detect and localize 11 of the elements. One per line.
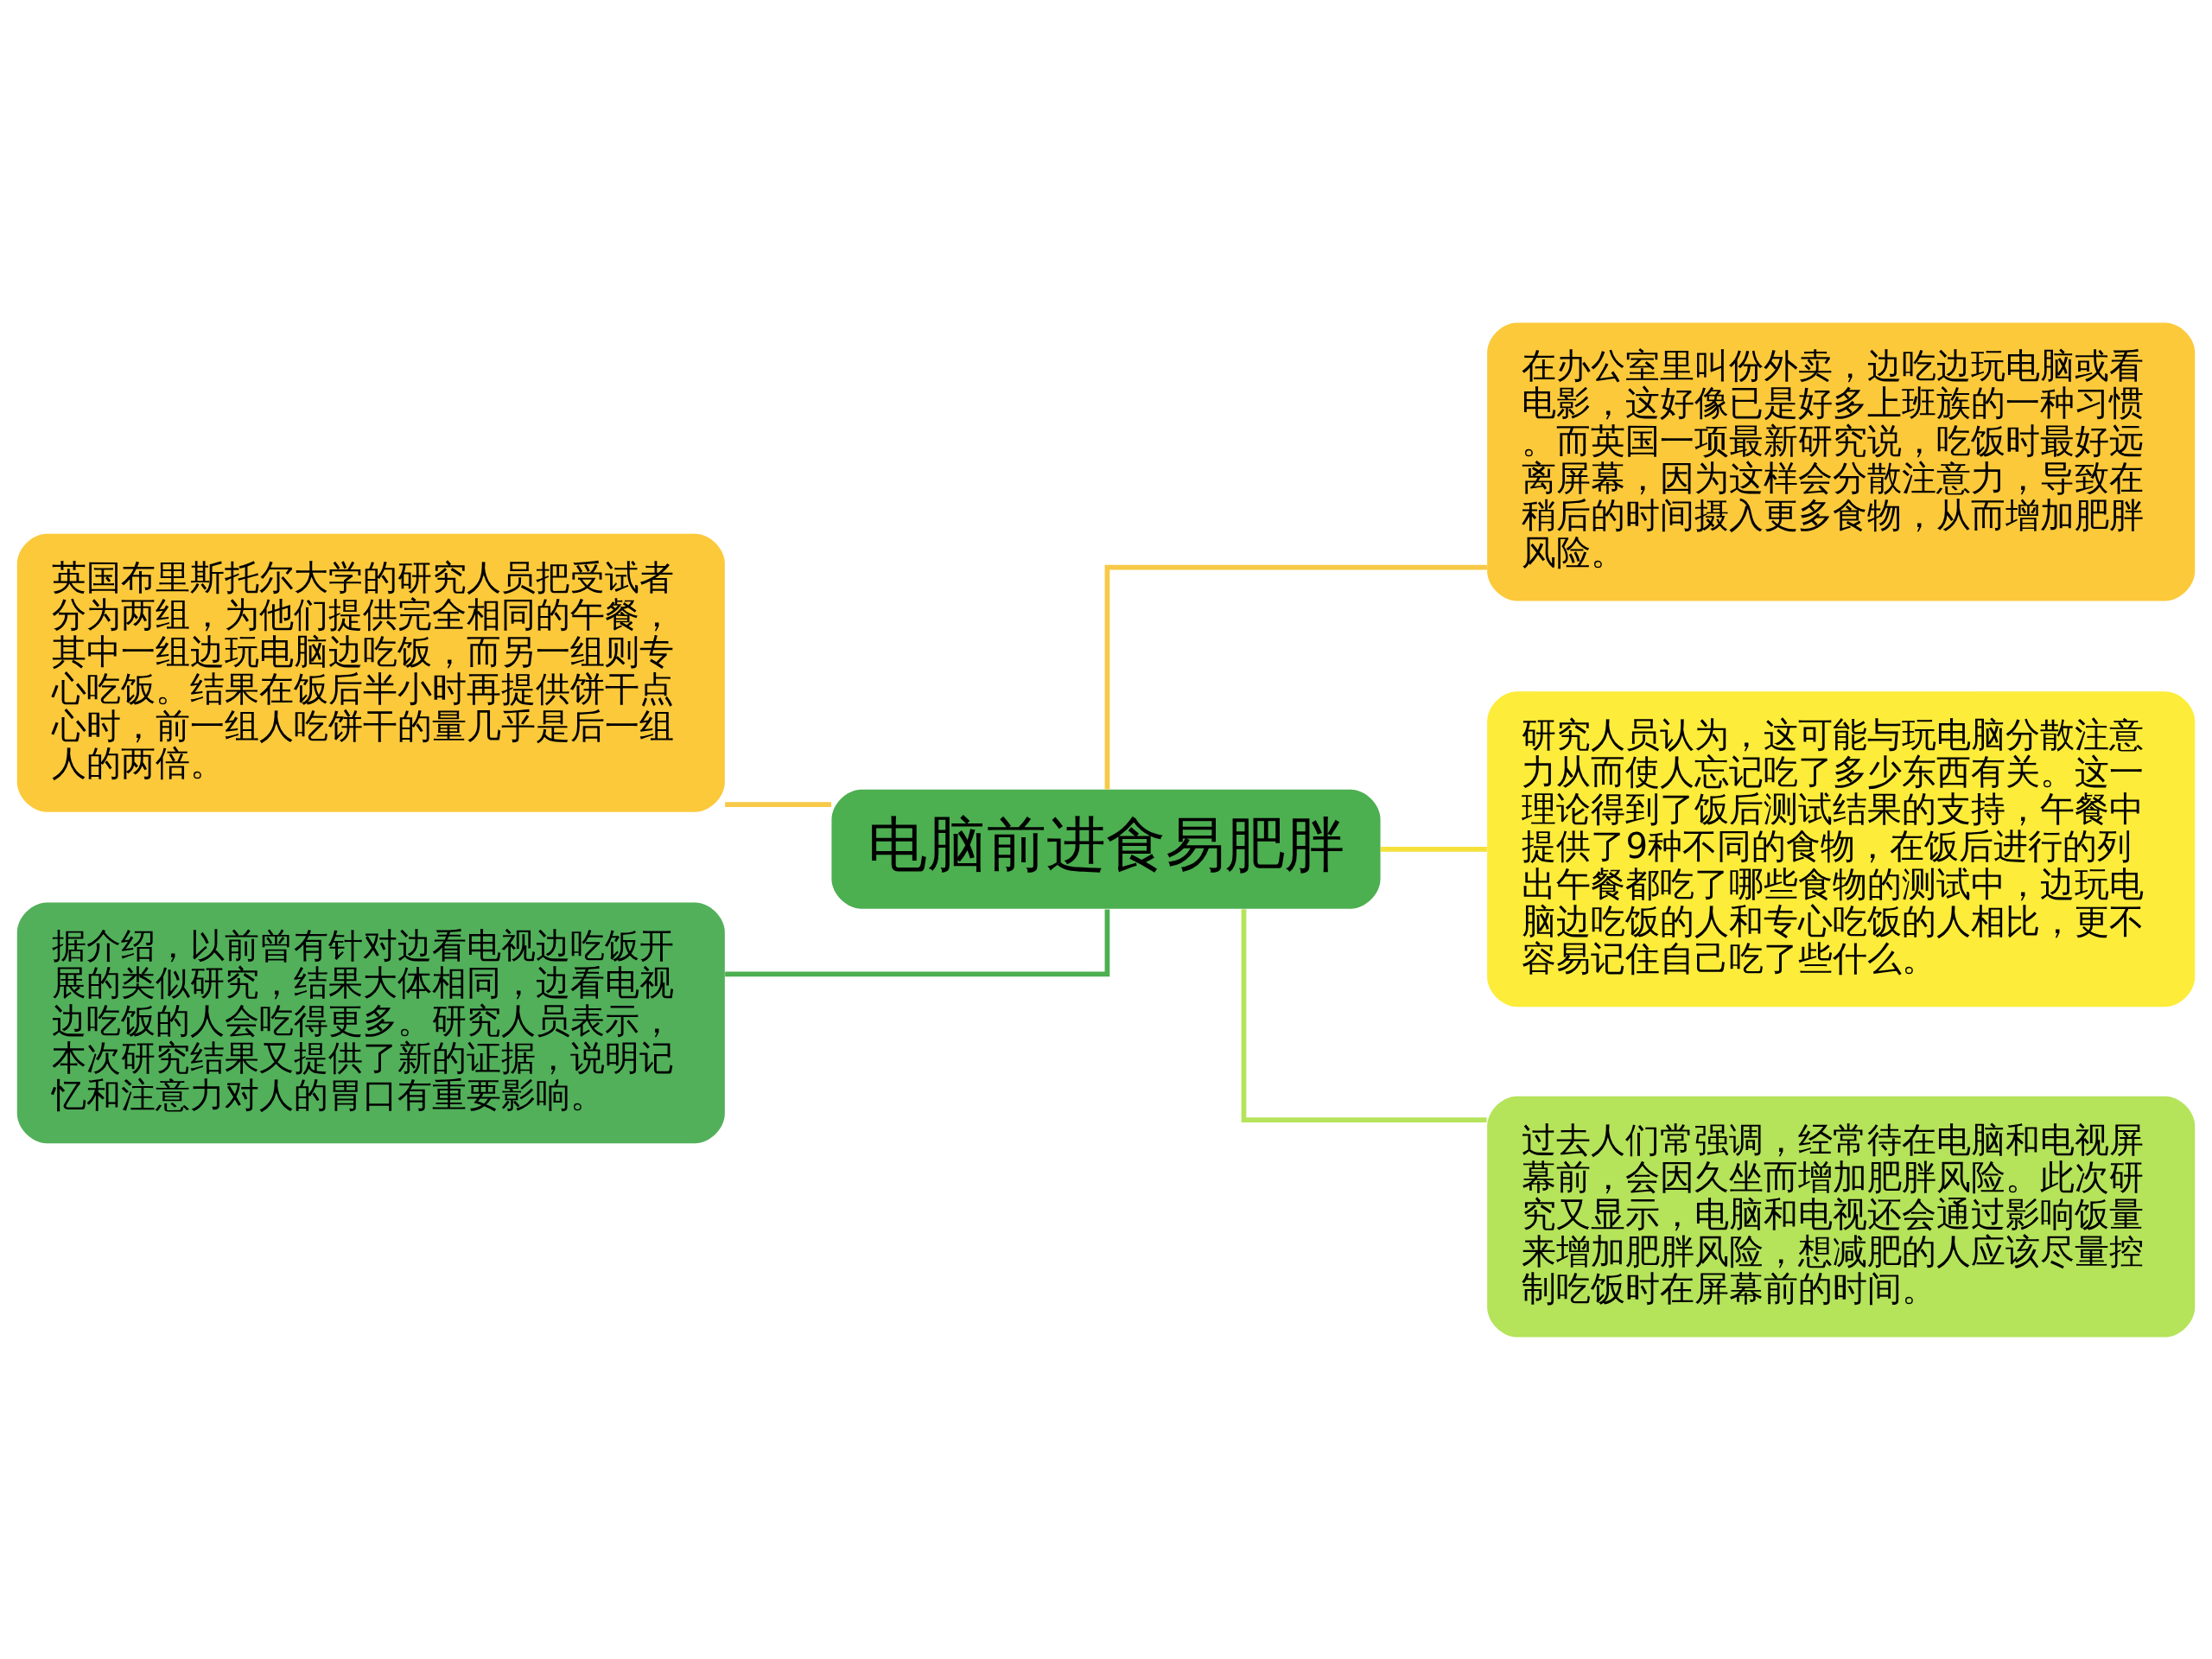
connector [725,801,832,807]
node-box: 据介绍，以前曾有针对边看电视边吃饭开展的类似研究，结果大体相同，边看电视边吃饭的人会吃得更多。研究人员表示，本次研究结果又提供了新的证据，说明记忆和注意力对人的胃口有重要影响。 [16,902,725,1143]
connector [1380,846,1487,852]
connector [1241,908,1487,1122]
connector [1104,564,1487,790]
node-box: 英国布里斯托尔大学的研究人员把受试者分为两组，为他们提供完全相同的午餐，其中一组边玩电脑边吃饭，而另一组则专心吃饭。结果在饭后半小时再提供饼干点心时，前一组人吃饼干的量几乎是后一组人的两倍。 [16,533,725,812]
node-box: 过去人们常强调，经常待在电脑和电视屏幕前，会因久坐而增加肥胖风险。此次研究又显示，电脑和电视还会通过影响饭量来增加肥胖风险，想减肥的人应该尽量控制吃饭时在屏幕前的时间。 [1487,1096,2196,1337]
node-box: 在办公室里叫份外卖，边吃边玩电脑或看电影，这好像已是好多上班族的一种习惯。而英国一项最新研究说，吃饭时最好远离屏幕，因为这样会分散注意力，导致在稍后的时间摄入更多食物，从而增加肥胖风险。 [1487,322,2196,601]
connector [725,909,1110,976]
node-box: 研究人员认为，这可能与玩电脑分散注意力从而使人忘记吃了多少东西有关。这一理论得到了饭后测试结果的支持，午餐中提供了9种不同的食物，在饭后进行的列出午餐都吃了哪些食物的测试中，边玩电脑边吃饭的人和专心吃饭的人相比，更不容易记住自己吃了些什么。 [1487,690,2196,1007]
node-box: 电脑前进食易肥胖 [831,789,1381,909]
